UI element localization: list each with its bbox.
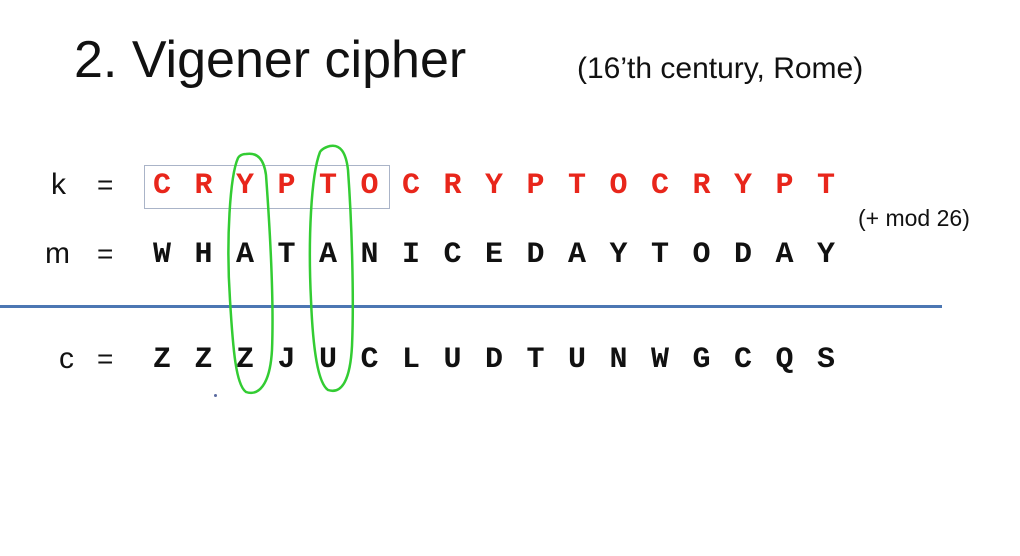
message-letter: Y	[816, 238, 835, 272]
message-letter: D	[733, 238, 752, 272]
message-letter: T	[650, 238, 669, 272]
key-letter: T	[567, 169, 586, 203]
cipher-label: c	[59, 342, 74, 375]
message-letter: N	[360, 238, 379, 272]
cipher-letter: J	[277, 343, 296, 377]
mod-note: (+ mod 26)	[858, 205, 970, 231]
key-letter: Y	[484, 169, 503, 203]
cipher-letter: Z	[194, 343, 213, 377]
slide-title: 2. Vigener cipher	[74, 31, 467, 89]
key-letter: T	[816, 169, 835, 203]
cipher-letter: G	[692, 343, 711, 377]
message-letter: A	[318, 238, 337, 272]
key-letter: O	[360, 169, 379, 203]
key-letter: Y	[733, 169, 752, 203]
message-letter: E	[484, 238, 503, 272]
cipher-letter: Z	[152, 343, 171, 377]
key-equals: =	[97, 169, 114, 200]
key-label: k	[51, 168, 66, 201]
message-equals: =	[97, 238, 114, 269]
cipher-letter: W	[650, 343, 669, 377]
key-letter: P	[526, 169, 545, 203]
message-letter: O	[692, 238, 711, 272]
message-letter: A	[775, 238, 794, 272]
divider-line	[0, 305, 942, 308]
key-letter: C	[152, 169, 171, 203]
key-letter: P	[277, 169, 296, 203]
key-letter: R	[443, 169, 462, 203]
key-letter: O	[609, 169, 628, 203]
cipher-letter: U	[567, 343, 586, 377]
stray-pen-dot	[214, 394, 217, 397]
cipher-letter: Z	[235, 343, 254, 377]
message-letter: T	[277, 238, 296, 272]
cipher-letter: U	[443, 343, 462, 377]
cipher-letter: U	[318, 343, 337, 377]
cipher-letter: Q	[775, 343, 794, 377]
message-letter: Y	[609, 238, 628, 272]
key-letter: T	[318, 169, 337, 203]
message-letter: A	[235, 238, 254, 272]
message-letter: C	[443, 238, 462, 272]
key-letter: Y	[235, 169, 254, 203]
key-letter: C	[401, 169, 420, 203]
slide-subtitle: (16’th century, Rome)	[577, 52, 864, 85]
key-letter: C	[650, 169, 669, 203]
key-letter: P	[775, 169, 794, 203]
cipher-letter: L	[401, 343, 420, 377]
key-letter: R	[194, 169, 213, 203]
cipher-equals: =	[97, 343, 114, 374]
message-letter: W	[152, 238, 171, 272]
cipher-letter: C	[733, 343, 752, 377]
cipher-letter: C	[360, 343, 379, 377]
cipher-letter: D	[484, 343, 503, 377]
cipher-letter: T	[526, 343, 545, 377]
message-letter: H	[194, 238, 213, 272]
message-letter: D	[526, 238, 545, 272]
message-letter: I	[401, 238, 420, 272]
cipher-letter: N	[609, 343, 628, 377]
key-letter: R	[692, 169, 711, 203]
message-label: m	[45, 237, 70, 270]
message-letter: A	[567, 238, 586, 272]
cipher-letter: S	[816, 343, 835, 377]
